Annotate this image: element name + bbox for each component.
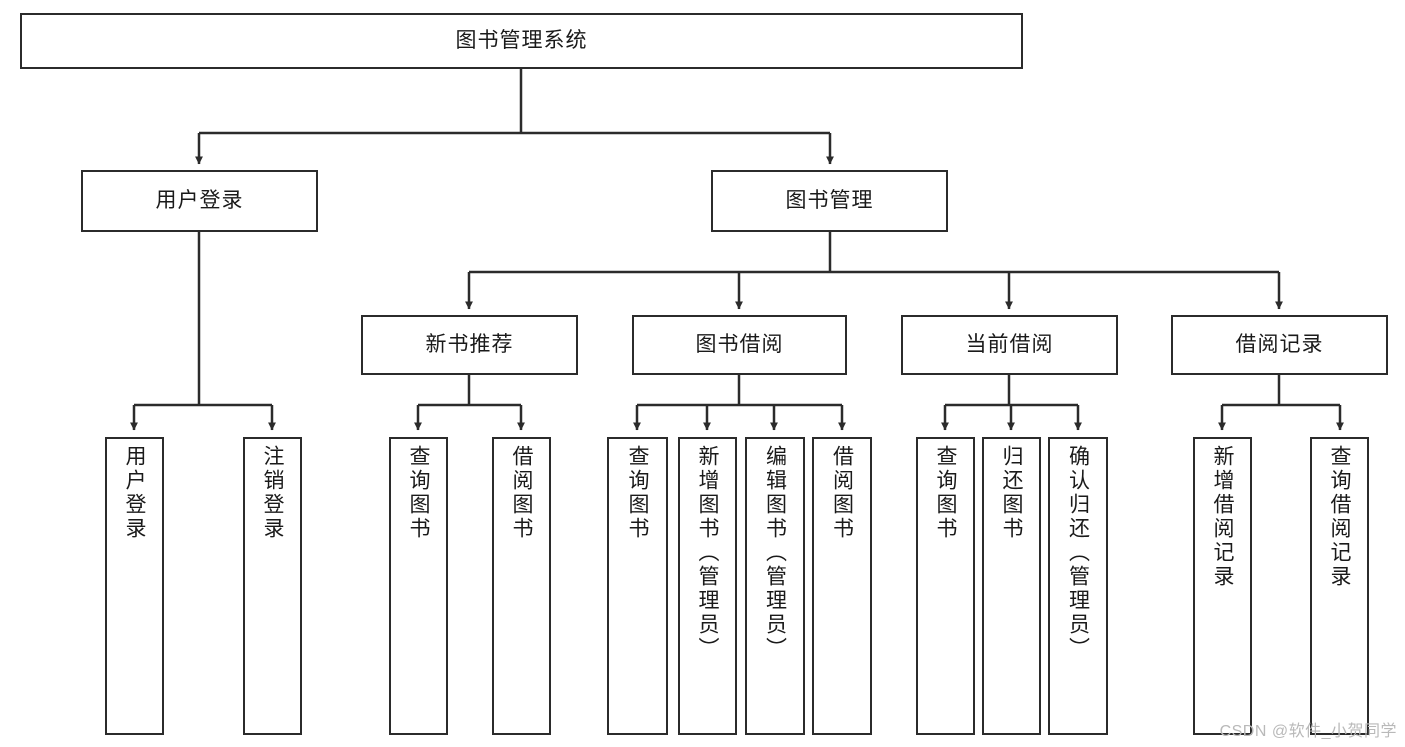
node-leaf-borrow-book-1-label: 借阅图书 <box>510 445 533 541</box>
node-root[interactable]: 图书管理系统 <box>20 13 1023 69</box>
node-leaf-query-book-2-label: 查询图书 <box>626 445 649 541</box>
node-user-login-label: 用户登录 <box>155 188 244 212</box>
node-current-borrow-label: 当前借阅 <box>965 332 1054 356</box>
node-new-book-recommend-label: 新书推荐 <box>425 332 514 356</box>
node-root-label: 图书管理系统 <box>455 28 588 52</box>
node-leaf-confirm-return-admin[interactable]: 确认归还（管理员） <box>1048 437 1108 735</box>
node-leaf-borrow-book-1[interactable]: 借阅图书 <box>492 437 551 735</box>
node-new-book-recommend[interactable]: 新书推荐 <box>361 315 578 375</box>
watermark-text: CSDN @软件_小贺同学 <box>1219 723 1397 740</box>
node-leaf-query-book-3[interactable]: 查询图书 <box>916 437 975 735</box>
node-leaf-user-login[interactable]: 用户登录 <box>105 437 164 735</box>
node-leaf-query-book-1[interactable]: 查询图书 <box>389 437 448 735</box>
node-book-borrow-label: 图书借阅 <box>695 332 784 356</box>
node-borrow-record-label: 借阅记录 <box>1235 332 1324 356</box>
node-leaf-edit-book-admin[interactable]: 编辑图书（管理员） <box>745 437 805 735</box>
node-leaf-add-book-admin[interactable]: 新增图书（管理员） <box>678 437 737 735</box>
node-leaf-query-book-1-label: 查询图书 <box>407 445 430 541</box>
node-leaf-add-borrow-record-label: 新增借阅记录 <box>1211 445 1234 589</box>
node-leaf-edit-book-admin-label: 编辑图书（管理员） <box>763 445 787 661</box>
node-leaf-confirm-return-admin-label: 确认归还（管理员） <box>1066 445 1090 661</box>
node-borrow-record[interactable]: 借阅记录 <box>1171 315 1388 375</box>
node-leaf-logout-login-label: 注销登录 <box>261 445 284 541</box>
node-book-manage[interactable]: 图书管理 <box>711 170 948 232</box>
node-leaf-logout-login[interactable]: 注销登录 <box>243 437 302 735</box>
node-leaf-query-borrow-record[interactable]: 查询借阅记录 <box>1310 437 1369 735</box>
node-leaf-user-login-label: 用户登录 <box>123 445 146 541</box>
node-leaf-add-borrow-record[interactable]: 新增借阅记录 <box>1193 437 1252 735</box>
node-leaf-borrow-book-2-label: 借阅图书 <box>830 445 854 541</box>
node-leaf-borrow-book-2[interactable]: 借阅图书 <box>812 437 872 735</box>
node-leaf-query-book-2[interactable]: 查询图书 <box>607 437 668 735</box>
node-leaf-return-book[interactable]: 归还图书 <box>982 437 1041 735</box>
node-leaf-query-book-3-label: 查询图书 <box>934 445 957 541</box>
node-book-manage-label: 图书管理 <box>785 188 874 212</box>
node-leaf-query-borrow-record-label: 查询借阅记录 <box>1328 445 1351 589</box>
node-book-borrow[interactable]: 图书借阅 <box>632 315 847 375</box>
node-leaf-add-book-admin-label: 新增图书（管理员） <box>696 445 719 661</box>
node-user-login[interactable]: 用户登录 <box>81 170 318 232</box>
node-current-borrow[interactable]: 当前借阅 <box>901 315 1118 375</box>
node-leaf-return-book-label: 归还图书 <box>1000 445 1023 541</box>
